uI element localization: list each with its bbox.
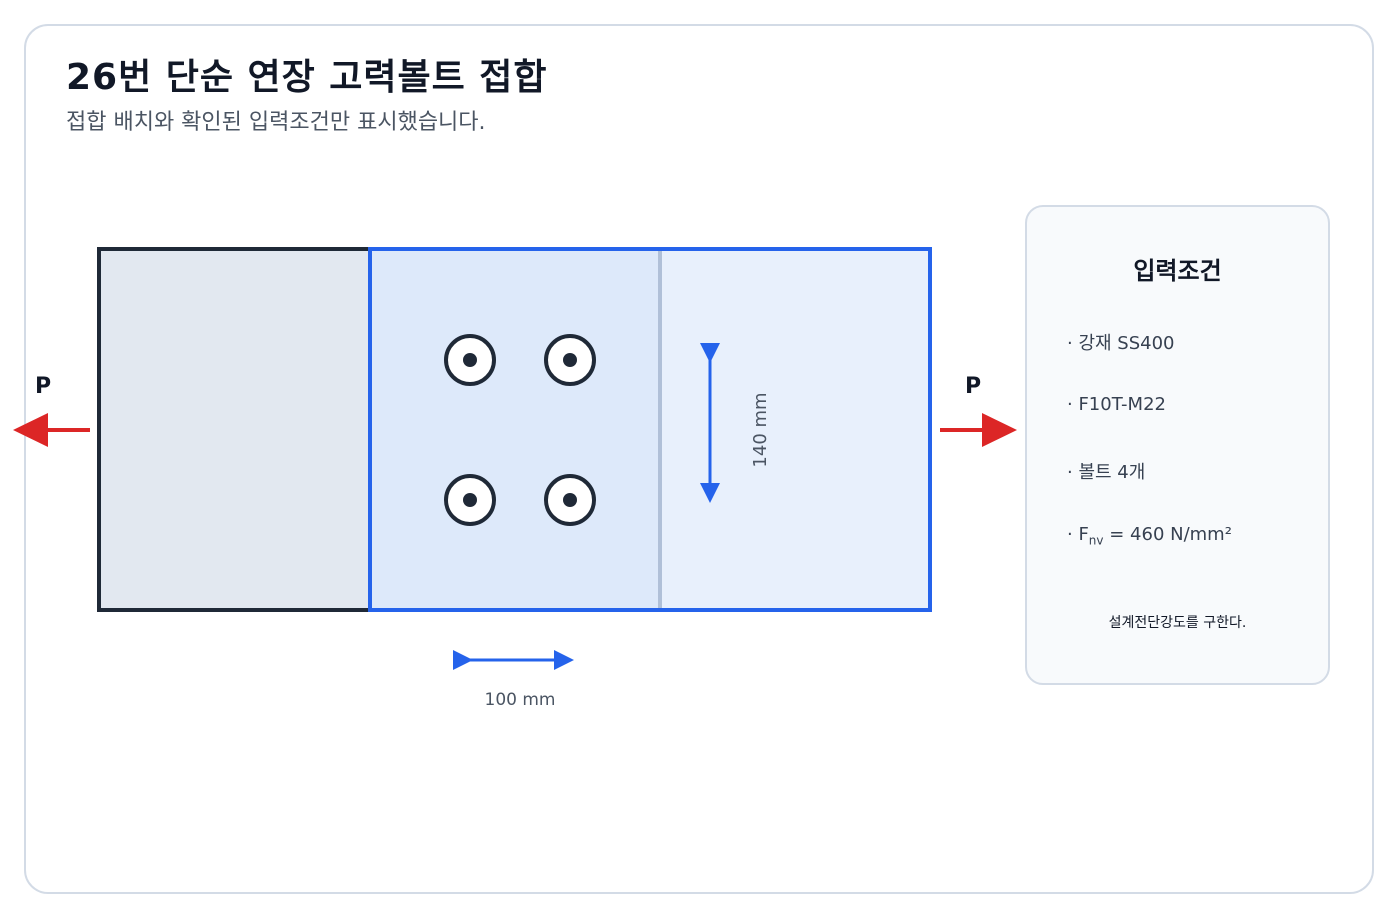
bolt (544, 474, 596, 526)
left-load-label: P (35, 374, 51, 399)
right-load-label: P (965, 374, 981, 399)
fnv-prefix: · F (1067, 524, 1089, 545)
gauge-dimension-label: 140 mm (750, 392, 771, 467)
page-subtitle: 접합 배치와 확인된 입력조건만 표시했습니다. (66, 110, 486, 135)
condition-bolt-grade: · F10T-M22 (1067, 394, 1166, 415)
fnv-subscript: nv (1088, 533, 1104, 548)
panel-title: 입력조건 (1133, 257, 1222, 285)
left-load-arrow (13, 413, 90, 447)
gauge-dimension-arrow (700, 343, 720, 503)
bolt (544, 334, 596, 386)
input-conditions-panel: 입력조건 · 강재 SS400 · F10T-M22 · 볼트 4개 · Fnv… (1025, 205, 1330, 685)
overlap-region (370, 249, 660, 610)
pitch-dimension-label: 100 mm (485, 690, 556, 710)
condition-steel: · 강재 SS400 (1067, 333, 1175, 354)
fnv-value: = 460 N/mm² (1103, 524, 1232, 545)
condition-fnv: · Fnv = 460 N/mm² (1067, 524, 1232, 548)
left-main-plate (97, 247, 372, 612)
right-load-arrow (940, 413, 1017, 447)
pitch-dimension-arrow (453, 650, 574, 670)
bolt (444, 474, 496, 526)
condition-bolt-count: · 볼트 4개 (1067, 462, 1146, 483)
task-note: 설계전단강도를 구한다. (1108, 615, 1247, 631)
page-title: 26번 단순 연장 고력볼트 접합 (66, 57, 548, 98)
bolt (444, 334, 496, 386)
splice-plate-outline (368, 247, 932, 612)
